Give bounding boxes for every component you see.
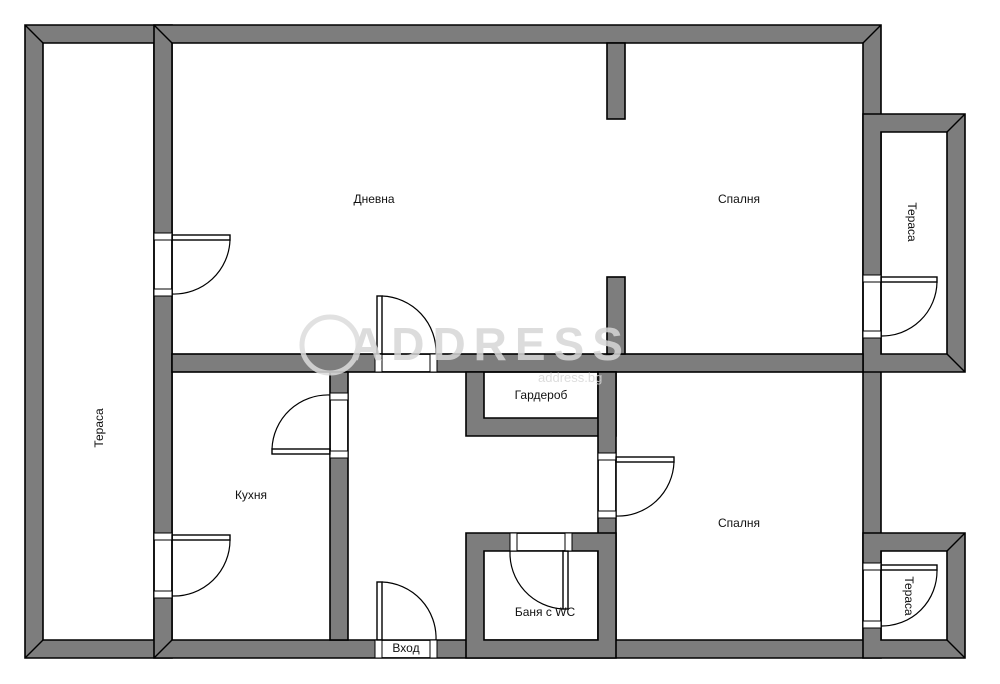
door-jambs xyxy=(153,232,882,659)
door-kitchen[interactable] xyxy=(271,394,331,455)
door-bathroom[interactable] xyxy=(509,550,569,610)
watermark-domain: address.bg xyxy=(538,370,602,385)
room-label-terrace-left: Тераса xyxy=(92,408,106,448)
room-label-bathroom: Баня с WC xyxy=(515,605,576,619)
room-label-kitchen: Кухня xyxy=(235,488,267,502)
partition-stub-bottom xyxy=(606,276,626,355)
door-living-terrace[interactable] xyxy=(171,234,231,295)
room-label-entrance: Вход xyxy=(392,641,419,655)
room-label-terrace-right-top: Тераса xyxy=(905,202,919,242)
terrace-left-wall xyxy=(24,24,173,659)
room-label-bedroom-top: Спалня xyxy=(718,192,760,206)
room-label-bedroom-bottom: Спалня xyxy=(718,516,760,530)
watermark-brand: ADDRESS xyxy=(350,318,631,370)
door-kitchen-terrace[interactable] xyxy=(171,534,231,597)
door-bedroom-top-terrace[interactable] xyxy=(880,276,938,337)
door-living-room[interactable] xyxy=(376,295,437,355)
door-entrance[interactable] xyxy=(376,581,437,641)
room-label-terrace-right-bottom: Тераса xyxy=(902,576,916,616)
door-bedroom-bottom-terrace[interactable] xyxy=(880,564,938,627)
room-label-wardrobe: Гардероб xyxy=(515,388,568,402)
door-bedroom-bottom[interactable] xyxy=(615,456,675,517)
watermark-logo-icon xyxy=(299,314,361,376)
watermark: ADDRESS address.bg xyxy=(299,314,631,385)
partition-stub-top xyxy=(606,42,626,120)
room-label-living: Дневна xyxy=(353,192,394,206)
bathroom-wall xyxy=(465,532,617,659)
